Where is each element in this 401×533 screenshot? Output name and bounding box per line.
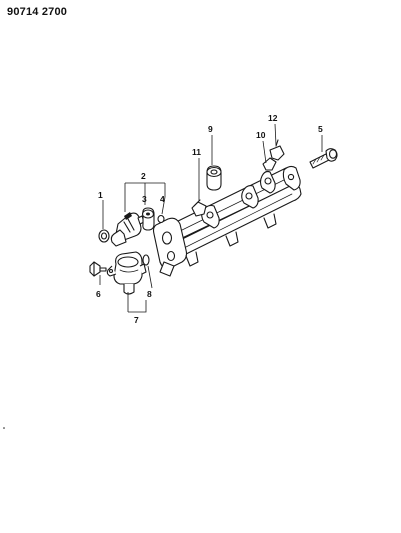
clip-part-12 (269, 139, 285, 161)
bracket-part-10 (262, 157, 277, 171)
callout-6: 6 (96, 289, 101, 299)
grommet-part-9 (206, 165, 222, 191)
callout-5: 5 (318, 124, 323, 134)
clip-part-11 (191, 199, 207, 217)
stray-mark (3, 427, 5, 429)
callout-4: 4 (160, 194, 165, 204)
leader-lines (99, 123, 323, 313)
callout-3: 3 (142, 194, 147, 204)
o-ring-part-8 (142, 254, 150, 266)
callout-7: 7 (134, 315, 139, 325)
bolt-part-5 (309, 148, 338, 169)
callout-9: 9 (208, 124, 213, 134)
callout-11: 11 (192, 147, 201, 157)
diagram-reference-number: 90714 2700 (7, 6, 68, 18)
fuel-rail (152, 165, 302, 277)
injector-part-2 (110, 212, 145, 247)
callout-2: 2 (141, 171, 146, 181)
callout-8: 8 (147, 289, 152, 299)
pressure-regulator-part-7 (106, 251, 147, 295)
callout-12: 12 (268, 113, 278, 123)
callout-10: 10 (256, 130, 266, 140)
grommet-part-3 (141, 207, 155, 231)
o-ring-part-4 (157, 214, 165, 224)
seal-part-1 (98, 229, 110, 243)
bolt-part-6 (89, 261, 107, 277)
callout-labels: 1 2 3 4 5 6 7 8 9 10 11 12 (96, 113, 323, 325)
callout-1: 1 (98, 190, 103, 200)
